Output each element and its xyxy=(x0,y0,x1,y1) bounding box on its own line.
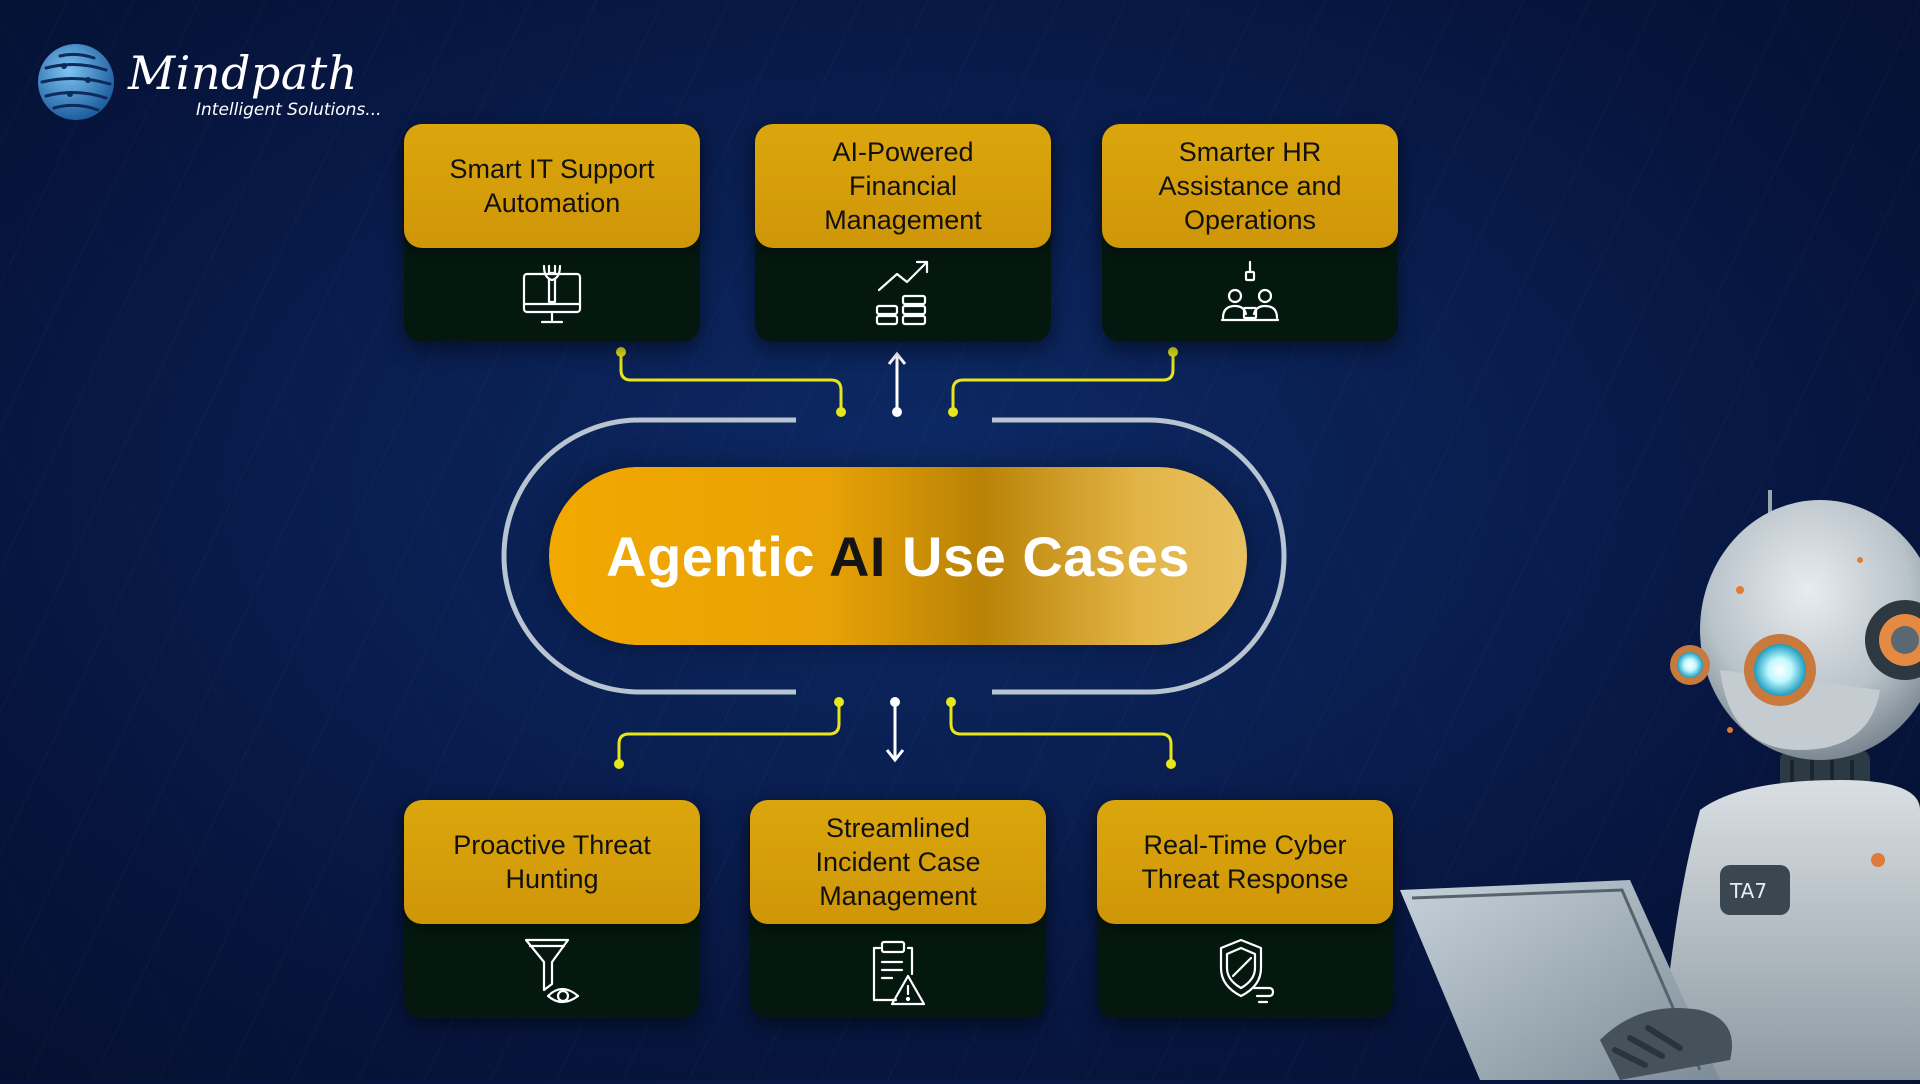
brand-logo: Mindpath Intelligent Solutions... xyxy=(36,40,382,130)
connector-bottom-right xyxy=(949,702,1173,764)
connector-top-left xyxy=(619,352,843,412)
clipboard-warning-icon xyxy=(868,934,928,1006)
svg-text:TA7: TA7 xyxy=(1729,879,1767,903)
card-header: AI-Powered Financial Management xyxy=(755,124,1051,248)
card-header: Proactive Threat Hunting xyxy=(404,800,700,924)
card-title: Smart IT Support Automation xyxy=(449,154,655,218)
brand-tagline: Intelligent Solutions... xyxy=(196,100,382,120)
robot-illustration: TA7 xyxy=(1400,480,1920,1080)
center-title: Agentic AI Use Cases xyxy=(606,524,1190,588)
globe-icon xyxy=(36,42,116,122)
shield-check-icon xyxy=(1215,934,1275,1006)
center-ring xyxy=(992,417,1287,695)
card-title: AI-Powered Financial Management xyxy=(824,137,982,235)
card-title: Real-Time Cyber Threat Response xyxy=(1141,830,1349,894)
card-header: Streamlined Incident Case Management xyxy=(750,800,1046,924)
card-smart-it-support: Smart IT Support Automation xyxy=(404,124,700,342)
card-title: Streamlined Incident Case Management xyxy=(815,813,981,911)
monitor-wrench-icon xyxy=(522,258,582,330)
card-cyber-threat-response: Real-Time Cyber Threat Response xyxy=(1097,800,1393,1018)
card-proactive-threat-hunting: Proactive Threat Hunting xyxy=(404,800,700,1018)
card-title: Proactive Threat Hunting xyxy=(453,830,651,894)
connector-top-right xyxy=(951,352,1175,412)
center-title-pill: Agentic AI Use Cases xyxy=(549,467,1247,645)
arrow-up xyxy=(887,351,907,412)
team-people-icon xyxy=(1220,258,1280,330)
card-header: Smarter HR Assistance and Operations xyxy=(1102,124,1398,248)
growth-chart-coins-icon xyxy=(873,258,933,330)
card-ai-financial-management: AI-Powered Financial Management xyxy=(755,124,1051,342)
card-incident-case-management: Streamlined Incident Case Management xyxy=(750,800,1046,1018)
card-header: Real-Time Cyber Threat Response xyxy=(1097,800,1393,924)
brand-name: Mindpath xyxy=(128,46,358,100)
card-hr-assistance: Smarter HR Assistance and Operations xyxy=(1102,124,1398,342)
center-ring xyxy=(501,417,796,695)
card-title: Smarter HR Assistance and Operations xyxy=(1158,137,1342,235)
arrow-down xyxy=(885,702,905,763)
filter-eye-icon xyxy=(522,934,582,1006)
connector-bottom-left xyxy=(617,702,841,764)
card-header: Smart IT Support Automation xyxy=(404,124,700,248)
